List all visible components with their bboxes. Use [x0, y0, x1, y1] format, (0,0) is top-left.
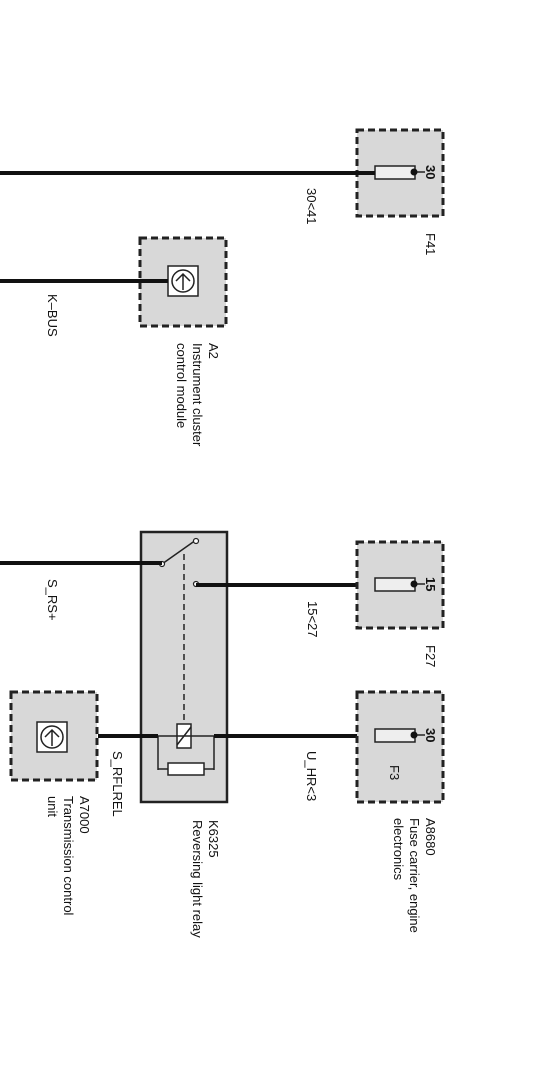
f3-fuse-box	[355, 690, 445, 804]
a2-desc-line2: control module	[174, 343, 189, 428]
a8680-desc-line1: Fuse carrier, engine	[407, 818, 422, 933]
k6325-relay-box	[139, 530, 229, 804]
a7000-label: A7000	[77, 796, 92, 834]
wire-label-s-rflrel: S_RFLREL	[110, 751, 125, 817]
a8680-label: A8680	[423, 818, 438, 856]
a7000-desc-line2: unit	[45, 796, 60, 817]
wire-label-15-27: 15<27	[305, 601, 320, 638]
f27-fuse-box	[355, 540, 445, 630]
f41-pin-label: 30	[423, 165, 438, 179]
f3-label: F3	[387, 765, 402, 780]
a7000-module-box	[9, 690, 99, 782]
wire-label-s-rs: S_RS+	[45, 579, 60, 621]
wire-label-u-hr-3: U_HR<3	[304, 751, 319, 801]
k6325-label: K6325	[206, 820, 221, 858]
a2-desc-line1: Instrument cluster	[190, 343, 205, 447]
f41-label: F41	[423, 233, 438, 255]
f27-pin-label: 15	[423, 577, 438, 591]
a8680-desc-line2: electronics	[391, 818, 406, 881]
f27-label: F27	[423, 645, 438, 667]
wire-label-30-41: 30<41	[304, 188, 319, 225]
a2-label: A2	[206, 343, 221, 359]
k6325-desc: Reversing light relay	[190, 820, 205, 938]
a7000-desc-line1: Transmission control	[61, 796, 76, 916]
wire-label-k-bus: K–BUS	[45, 294, 60, 337]
f3-pin-label: 30	[423, 728, 438, 742]
